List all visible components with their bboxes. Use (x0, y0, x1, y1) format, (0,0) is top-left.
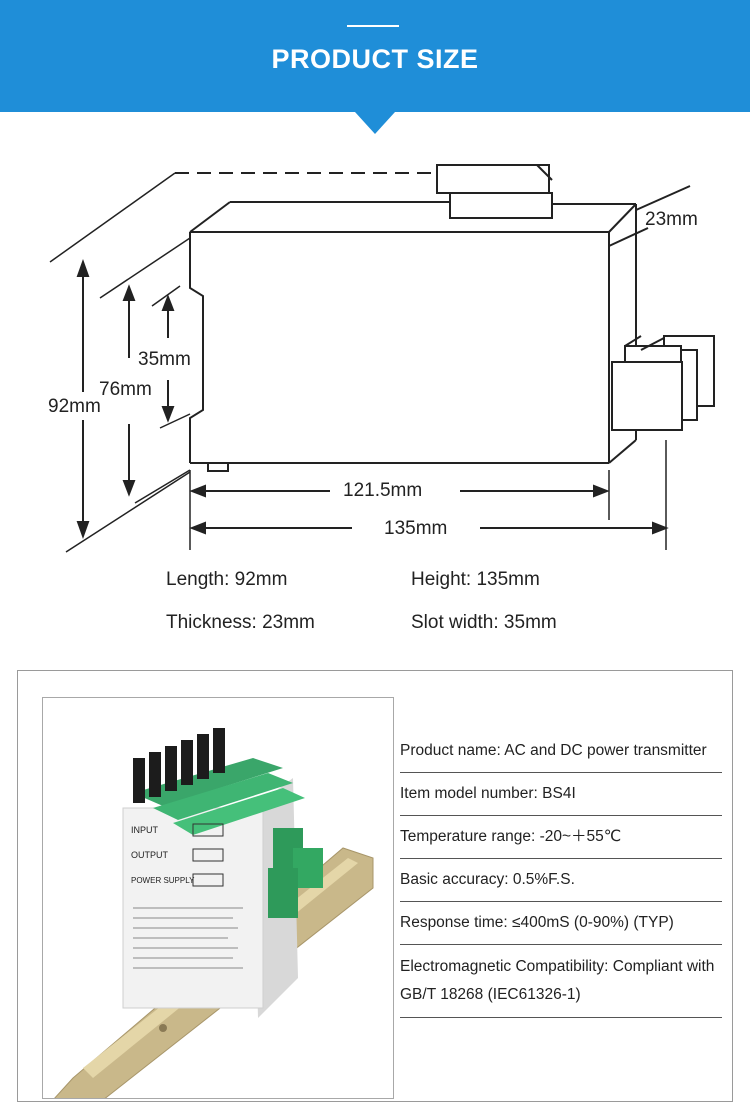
header-banner: PRODUCT SIZE (0, 0, 750, 112)
info-model-number: Item model number: BS4I (400, 773, 722, 816)
info-accuracy: Basic accuracy: 0.5%F.S. (400, 859, 722, 902)
spec-slot-width: Slot width: 35mm (411, 612, 557, 633)
spec-height: Height: 135mm (411, 569, 540, 590)
outer-width-dimension: 135mm (384, 518, 448, 539)
length-dimension: 92mm (48, 396, 101, 417)
banner-notch (355, 112, 395, 134)
info-emc: Electromagnetic Compatibility: Compliant… (400, 945, 722, 1018)
info-product-name: Product name: AC and DC power transmitte… (400, 730, 722, 773)
slot-dimension: 35mm (138, 349, 191, 370)
page-title: PRODUCT SIZE (271, 44, 479, 74)
photo-input-label: INPUT (131, 825, 159, 835)
transmitter-illustration: INPUT OUTPUT POWER SUPPLY (54, 728, 374, 1098)
photo-output-label: OUTPUT (131, 850, 169, 860)
banner-divider (347, 25, 399, 27)
product-info-list: Product name: AC and DC power transmitte… (400, 730, 722, 1018)
product-photo: INPUT OUTPUT POWER SUPPLY (42, 697, 394, 1099)
dimension-drawing (49, 164, 715, 553)
spec-length: Length: 92mm (166, 569, 288, 590)
rail-dimension: 76mm (99, 379, 152, 400)
info-response-time: Response time: ≤400mS (0-90%) (TYP) (400, 902, 722, 945)
inner-width-dimension: 121.5mm (343, 480, 423, 501)
spec-thickness: Thickness: 23mm (166, 612, 315, 633)
photo-power-label: POWER SUPPLY (131, 876, 195, 885)
thickness-dimension: 23mm (645, 209, 698, 230)
info-temperature: Temperature range: -20~＋55℃ (400, 816, 722, 859)
